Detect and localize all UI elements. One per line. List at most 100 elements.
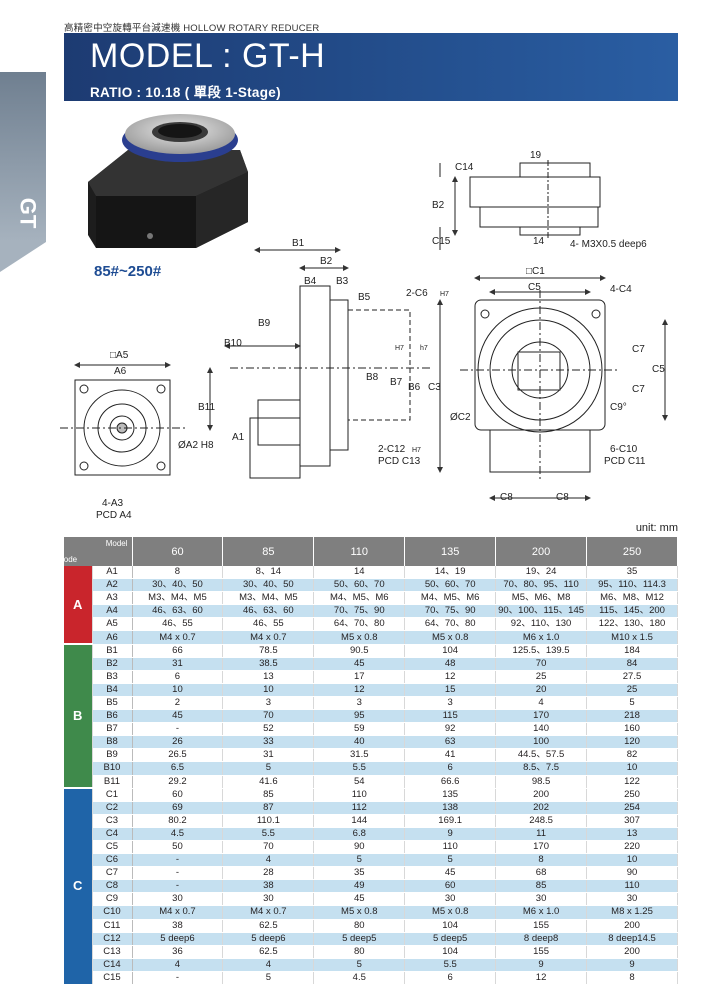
- row-code: B9: [92, 748, 133, 763]
- table-cell: 70、80、95、110: [495, 578, 588, 593]
- table-cell: 66.6: [404, 775, 497, 789]
- table-cell: 95: [313, 709, 406, 724]
- table-cell: 200: [586, 945, 678, 959]
- table-cell: 100: [495, 735, 588, 750]
- table-cell: 38.5: [222, 657, 315, 671]
- model-banner: MODEL : GT-H RATIO : 10.18 ( 單段 1-Stage): [64, 33, 678, 101]
- label-b5: B5: [358, 292, 371, 303]
- table-cell: 12: [313, 683, 406, 697]
- table-cell: M8 x 1.25: [586, 905, 678, 920]
- table-cell: 90: [586, 866, 678, 881]
- table-cell: 62.5: [222, 945, 315, 959]
- row-code: C1: [92, 788, 133, 802]
- table-cell: 68: [495, 866, 588, 881]
- label-b6: B6: [408, 382, 421, 393]
- table-cell: 38: [222, 879, 315, 894]
- table-cell: 4.5: [132, 827, 224, 841]
- table-cell: 112: [313, 801, 406, 815]
- label-c10: 6-C10: [610, 444, 638, 455]
- table-cell: 3: [313, 696, 406, 711]
- row-code: B2: [92, 657, 133, 671]
- table-cell: 5.5: [404, 958, 497, 972]
- table-cell: 20: [495, 683, 588, 697]
- top-title: 高精密中空旋轉平台減速機 HOLLOW ROTARY REDUCER: [64, 23, 320, 34]
- label-c7b: C7: [632, 384, 645, 395]
- table-cell: -: [132, 853, 224, 868]
- table-cell: 35: [313, 866, 406, 881]
- table-cell: 104: [404, 945, 497, 959]
- table-cell: M6、M8、M12: [586, 591, 678, 606]
- table-cell: 50、60、70: [404, 578, 497, 593]
- row-code: B11: [92, 775, 133, 789]
- table-cell: 6.8: [313, 827, 406, 841]
- table-cell: 45: [313, 657, 406, 671]
- table-cell: 170: [495, 709, 588, 724]
- table-cell: 80: [313, 945, 406, 959]
- row-code: C8: [92, 879, 133, 894]
- label-19: 19: [530, 150, 542, 161]
- table-cell: 307: [586, 814, 678, 828]
- table-cell: 13: [222, 670, 315, 684]
- table-cell: 48: [404, 657, 497, 671]
- table-cell: 10: [586, 853, 678, 868]
- table-cell: 220: [586, 840, 678, 855]
- table-cell: 40: [313, 735, 406, 750]
- table-cell: 5 deep6: [222, 932, 315, 946]
- table-cell: 41.6: [222, 775, 315, 789]
- row-code: B5: [92, 696, 133, 711]
- unit-label: unit: mm: [635, 522, 678, 534]
- label-h7c: H7: [440, 291, 449, 298]
- table-cell: 31: [222, 748, 315, 763]
- table-cell: M3、M4、M5: [132, 591, 224, 606]
- table-cell: 26.5: [132, 748, 224, 763]
- table-cell: 4: [222, 853, 315, 868]
- table-cell: 138: [404, 801, 497, 815]
- col-header: 135: [404, 537, 497, 566]
- row-code: B1: [92, 644, 133, 658]
- table-cell: 155: [495, 945, 588, 959]
- table-cell: 15: [404, 683, 497, 697]
- table-cell: 104: [404, 644, 497, 658]
- row-code: C9: [92, 892, 133, 907]
- table-cell: M4、M5、M6: [404, 591, 497, 606]
- label-c3: C3: [428, 382, 441, 393]
- table-cell: 12: [495, 971, 588, 986]
- table-cell: 6.5: [132, 761, 224, 776]
- label-pcd-a4: PCD A4: [96, 510, 132, 521]
- table-cell: 144: [313, 814, 406, 828]
- row-code: C11: [92, 919, 133, 933]
- table-cell: 30、40、50: [222, 578, 315, 593]
- table-cell: M5 x 0.8: [404, 905, 497, 920]
- table-cell: 2: [132, 696, 224, 711]
- table-cell: M4 x 0.7: [222, 630, 315, 645]
- table-cell: 26: [132, 735, 224, 750]
- table-cell: 14: [313, 566, 406, 580]
- table-cell: 135: [404, 788, 497, 802]
- table-cell: 30: [222, 892, 315, 907]
- table-cell: 3: [222, 696, 315, 711]
- table-cell: 25: [495, 670, 588, 684]
- table-cell: 49: [313, 879, 406, 894]
- table-cell: 6: [132, 670, 224, 684]
- table-cell: 4.5: [313, 971, 406, 986]
- table-cell: 5.5: [222, 827, 315, 841]
- model-title: MODEL : GT-H: [90, 37, 326, 75]
- table-cell: 254: [586, 801, 678, 815]
- table-cell: 170: [495, 840, 588, 855]
- table-cell: 90.5: [313, 644, 406, 658]
- row-code: C13: [92, 945, 133, 959]
- table-cell: 30: [132, 892, 224, 907]
